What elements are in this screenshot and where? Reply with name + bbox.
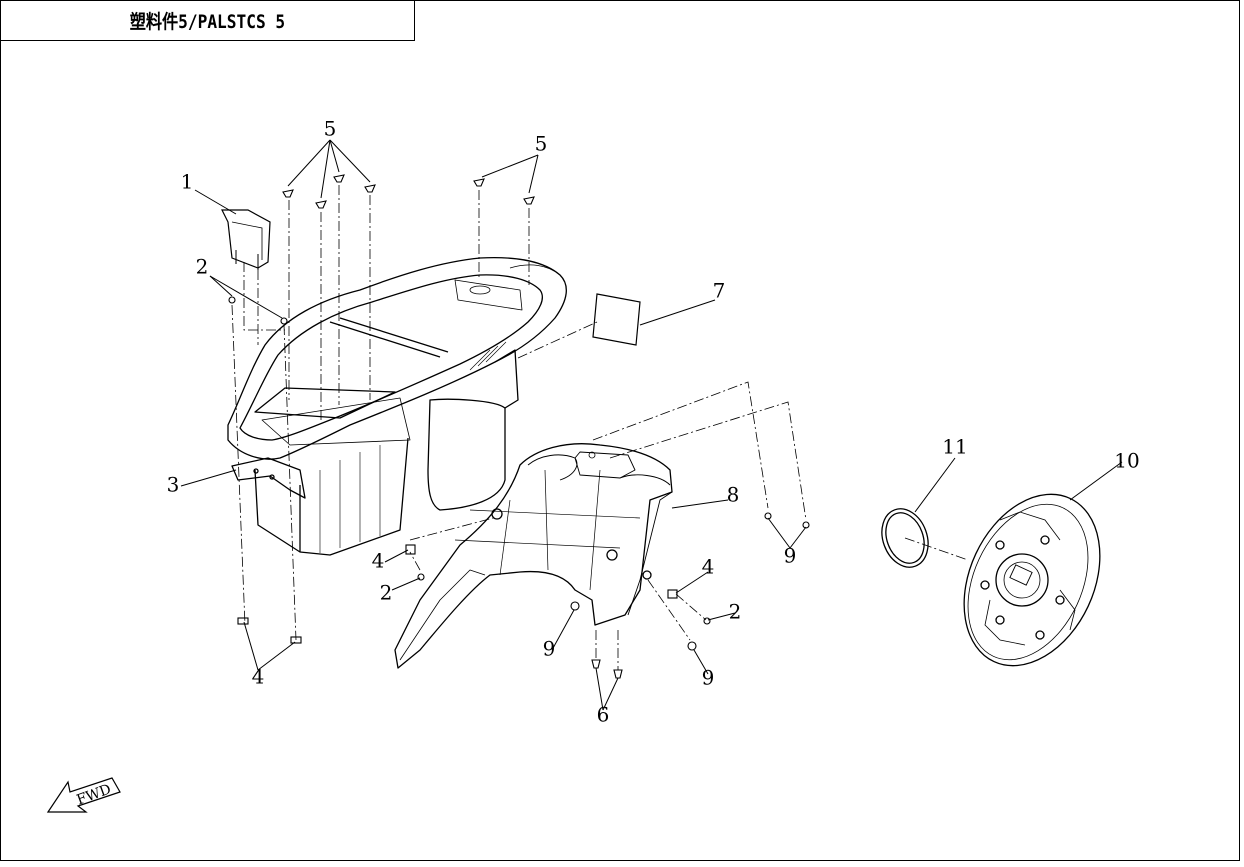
callout-11: 11 [942, 435, 967, 459]
callout-5-left: 5 [324, 117, 337, 141]
callout-4-lower-left: 4 [252, 665, 265, 689]
callout-2-upper: 2 [196, 255, 209, 279]
diagram-title: 塑料件5/PALSTCS 5 [129, 10, 285, 33]
callout-4-right: 4 [702, 555, 715, 579]
callout-10: 10 [1114, 449, 1139, 473]
callout-1: 1 [181, 170, 194, 194]
bracket-part-1 [221, 209, 271, 270]
callout-4-mid: 4 [372, 549, 385, 573]
assembly-lines [231, 185, 969, 670]
callout-8: 8 [727, 483, 740, 507]
fwd-label: FWD [75, 781, 114, 808]
plate-part-7 [592, 293, 641, 346]
fwd-arrow: FWD [46, 777, 121, 813]
title-box: 塑料件5/PALSTCS 5 [0, 0, 415, 41]
callout-5-right: 5 [535, 132, 548, 156]
floor-panel-part-8 [394, 443, 673, 669]
disc-cover-part-10 [963, 493, 1101, 667]
callout-3: 3 [167, 473, 180, 497]
ring-part-11 [881, 508, 929, 568]
leader-lines [180, 139, 1123, 711]
fasteners [228, 174, 810, 679]
callout-9-left: 9 [543, 637, 556, 661]
callout-9-right: 9 [784, 544, 797, 568]
callout-6: 6 [597, 703, 610, 727]
storage-box [227, 256, 567, 556]
callout-7: 7 [713, 279, 726, 303]
callout-2-right: 2 [729, 600, 742, 624]
callout-9-mid: 9 [702, 666, 715, 690]
callouts: 1 2 3 4 5 5 7 4 2 8 9 4 2 9 9 6 11 10 [167, 117, 1140, 727]
callout-2-mid: 2 [380, 581, 393, 605]
